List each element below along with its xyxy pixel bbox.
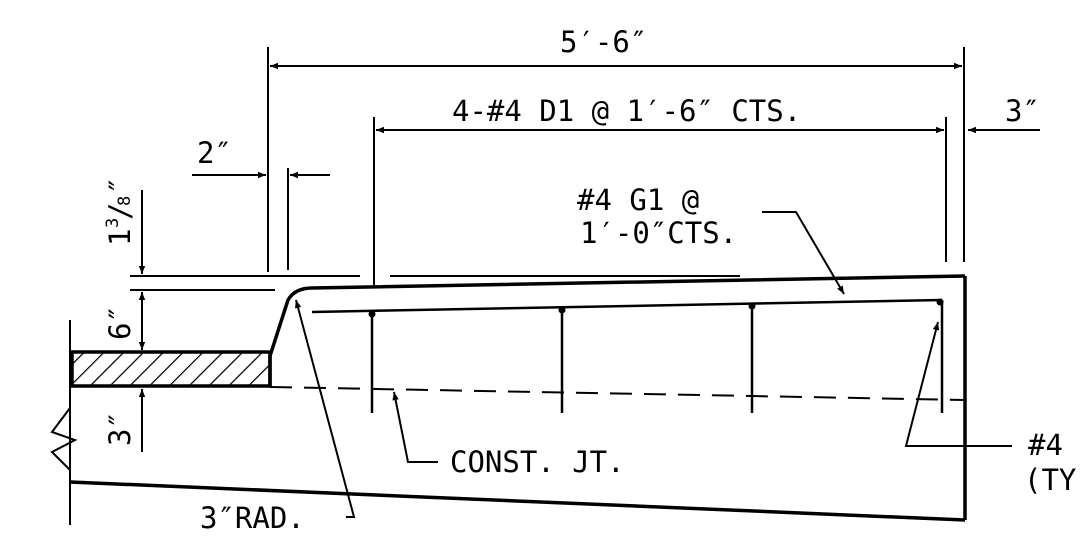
construction-joint-line [269, 386, 966, 401]
extension-lines [130, 47, 965, 353]
label-const-jt: CONST. JT. [450, 445, 625, 479]
label-radius: 3″RAD. [200, 501, 305, 535]
bar-dot [936, 298, 944, 306]
top-surface-curb [268, 274, 966, 386]
dimensions [138, 62, 1040, 452]
label-1-3-8-num: 3 [103, 218, 123, 228]
break-line [50, 407, 78, 471]
concrete-outline [50, 274, 967, 525]
leader-radius [294, 299, 356, 518]
label-right-offset: 3″ [1005, 94, 1040, 128]
label-g1-line1: #4 G1 @ [577, 183, 699, 217]
label-overall-width: 5′-6″ [560, 25, 647, 59]
label-1-3-8: 1 3 / 8 ″ [103, 177, 137, 246]
label-3in: 3″ [103, 411, 137, 446]
hatched-surface [70, 350, 272, 388]
bar-dot [748, 302, 756, 310]
rebar-group [311, 298, 944, 413]
g1-bar [311, 298, 943, 314]
label-bar4-line1: #4 [1028, 428, 1063, 462]
label-6in: 6″ [103, 305, 137, 340]
label-1-3-8-den: 8 [115, 196, 135, 206]
bottom-edge [69, 480, 966, 522]
leader-4-typ [904, 321, 1012, 447]
label-1-3-8-whole: 1 [103, 229, 137, 246]
bar-dot [558, 306, 566, 314]
label-1-3-8-slash: / [103, 203, 137, 220]
leader-const-jt [392, 391, 438, 463]
bar-dot [368, 310, 376, 318]
label-bar4-line2: (TY [1024, 463, 1076, 497]
label-2in: 2″ [197, 136, 232, 170]
label-g1-line2: 1′-0″CTS. [580, 216, 737, 250]
label-1-3-8-unit: ″ [103, 177, 137, 194]
leader-g1 [762, 211, 845, 295]
label-bar-d1: 4-#4 D1 @ 1′-6″ CTS. [452, 94, 801, 128]
leaders [294, 211, 1012, 518]
